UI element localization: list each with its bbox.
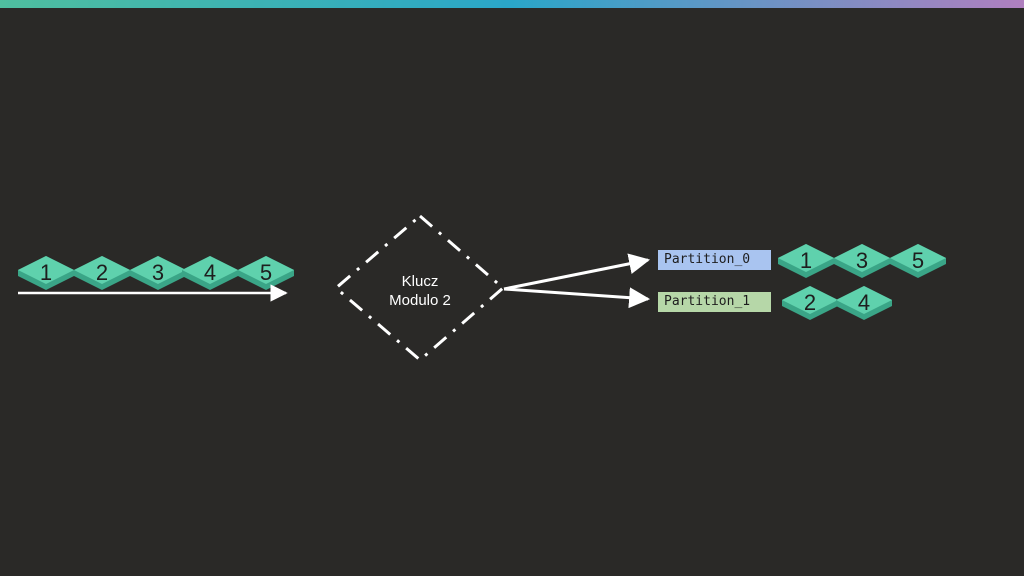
partition-0-node-5: 5 <box>890 244 946 278</box>
route-arrow-partition-1 <box>503 287 651 309</box>
input-node-label: 4 <box>204 260 216 285</box>
partition-node-label: 1 <box>800 248 812 273</box>
input-node-5: 5 <box>238 256 294 290</box>
top-accent-bar <box>0 0 1024 8</box>
partition-0-node-1: 1 <box>778 244 834 278</box>
partition-1-label: Partition_1 <box>658 292 771 312</box>
input-node-2: 2 <box>74 256 130 290</box>
input-node-label: 5 <box>260 260 272 285</box>
partition-node-label: 3 <box>856 248 868 273</box>
partition-0-node-3: 3 <box>834 244 890 278</box>
router-label-line-2: Modulo 2 <box>389 292 451 309</box>
partition-node-label: 4 <box>858 290 870 315</box>
partition-node-label: 2 <box>804 290 816 315</box>
input-node-label: 1 <box>40 260 52 285</box>
partition-1-node-2: 2 <box>782 286 838 320</box>
input-node-3: 3 <box>130 256 186 290</box>
partition-1-node-4: 4 <box>836 286 892 320</box>
router-label: Klucz Modulo 2 <box>370 272 470 310</box>
input-node-label: 2 <box>96 260 108 285</box>
input-node-4: 4 <box>182 256 238 290</box>
partition-0-label: Partition_0 <box>658 250 771 270</box>
router-label-line-1: Klucz <box>401 273 439 290</box>
input-node-1: 1 <box>18 256 74 290</box>
input-node-label: 3 <box>152 260 164 285</box>
partition-node-label: 5 <box>912 248 924 273</box>
route-arrow-partition-0 <box>503 253 651 291</box>
